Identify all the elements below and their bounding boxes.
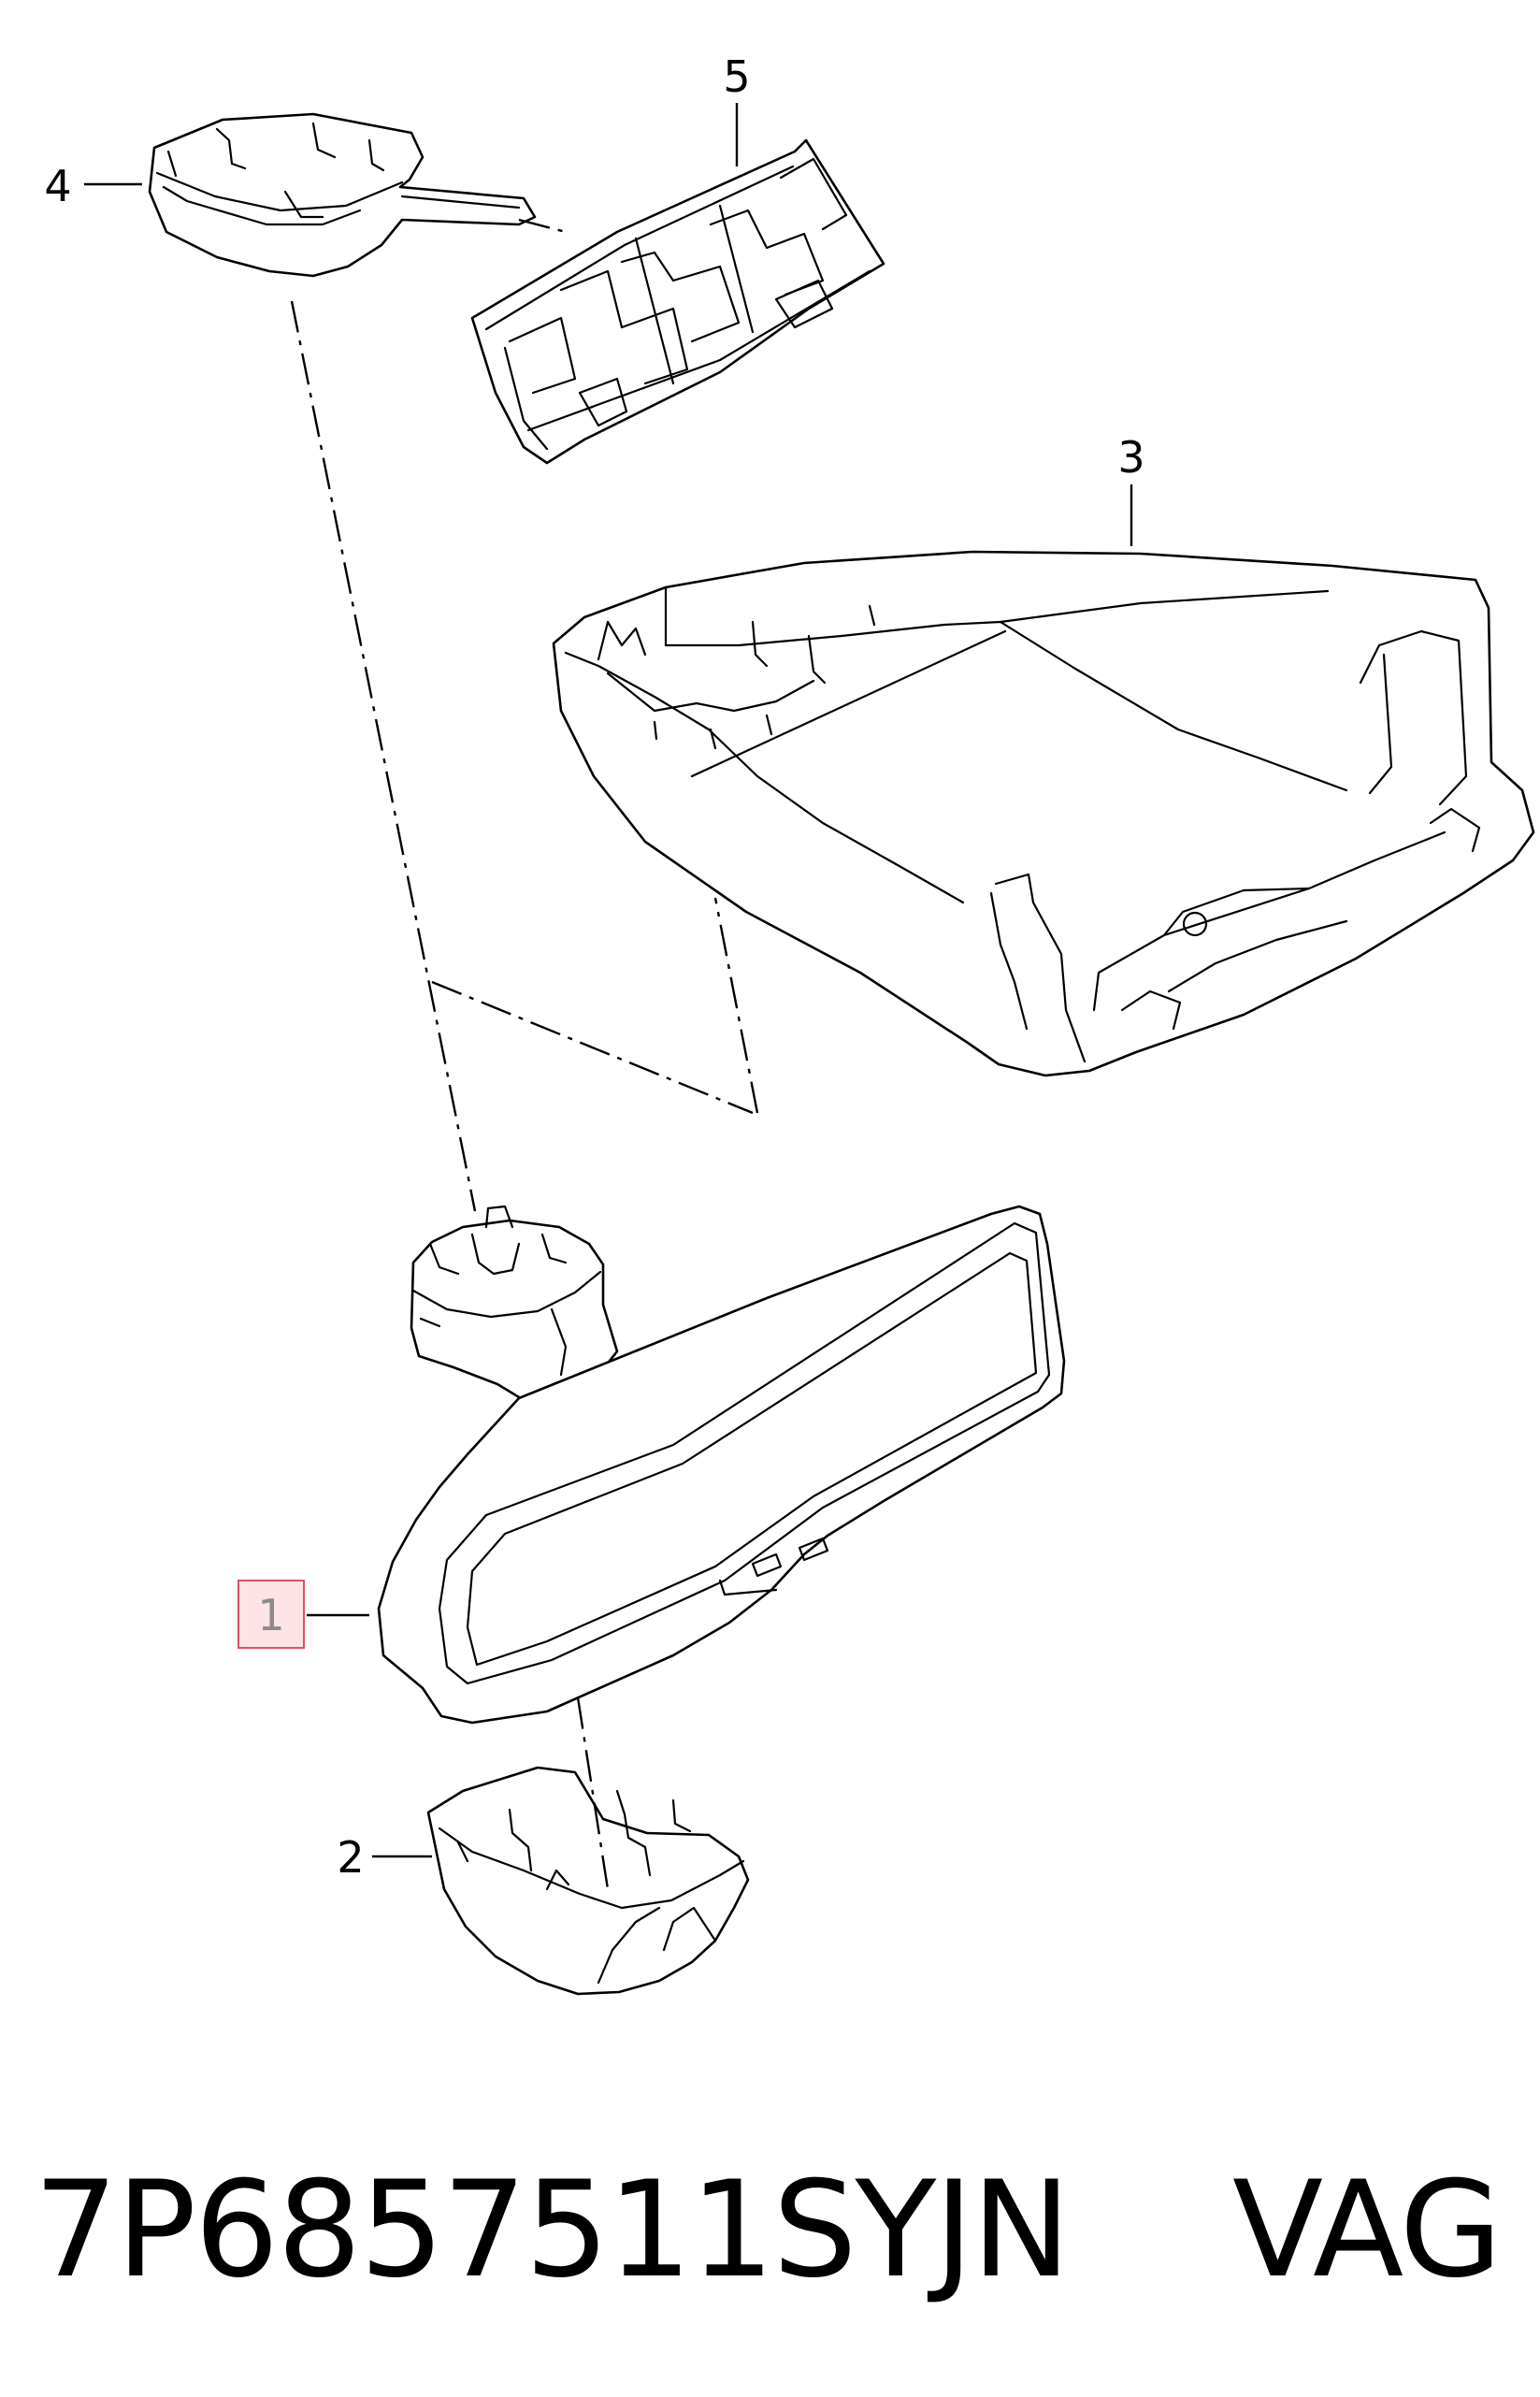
part-2-lower-cover (426, 1766, 750, 1996)
callout-1-highlight (237, 1580, 305, 1649)
callout-labels: 1 2 3 4 5 (44, 51, 1144, 1883)
callout-1[interactable]: 1 (257, 1590, 284, 1640)
part-4-clip-cover (148, 112, 537, 278)
callout-3[interactable]: 3 (1117, 432, 1144, 483)
assembly-lines (290, 218, 759, 1890)
part-1-mirror-foot (410, 1205, 619, 1405)
part-number: 7P6857511SYJN (34, 2153, 1071, 2307)
callout-4[interactable]: 4 (44, 161, 71, 211)
callout-2[interactable]: 2 (337, 1832, 364, 1883)
part-5-bracket-plate (470, 138, 885, 465)
leader-lines (84, 103, 1133, 1858)
brand-name: VAG (1232, 2153, 1503, 2307)
part-1-rearview-mirror (377, 1205, 1066, 1725)
part-3-housing-cover (552, 550, 1535, 1077)
footer-caption: 7P6857511SYJN VAG (0, 2151, 1540, 2310)
callout-5[interactable]: 5 (723, 51, 750, 102)
